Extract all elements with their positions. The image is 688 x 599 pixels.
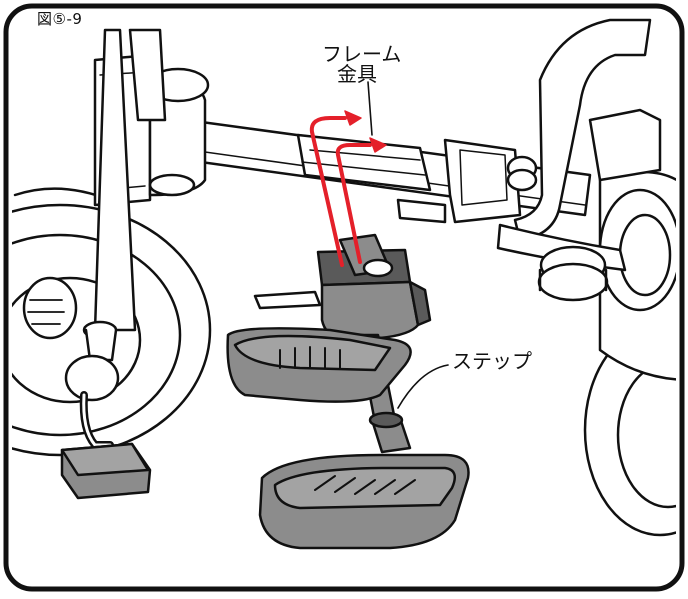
lower-step	[258, 453, 470, 550]
frame-bracket	[296, 133, 538, 224]
right-wheel	[583, 170, 676, 537]
figure-frame	[3, 3, 685, 592]
step-label: ステップ	[452, 349, 532, 373]
leader-lines	[367, 81, 449, 409]
figure-label: 図⑤-9	[37, 10, 83, 28]
frame-bracket-label-line2: 金具	[337, 62, 377, 86]
steering-column	[64, 28, 210, 402]
insertion-arrows	[309, 110, 387, 267]
frame-bracket-label-line1: フレーム	[322, 42, 402, 66]
left-pedal	[60, 391, 152, 500]
upper-step	[226, 327, 412, 403]
step-bracket	[253, 233, 432, 340]
